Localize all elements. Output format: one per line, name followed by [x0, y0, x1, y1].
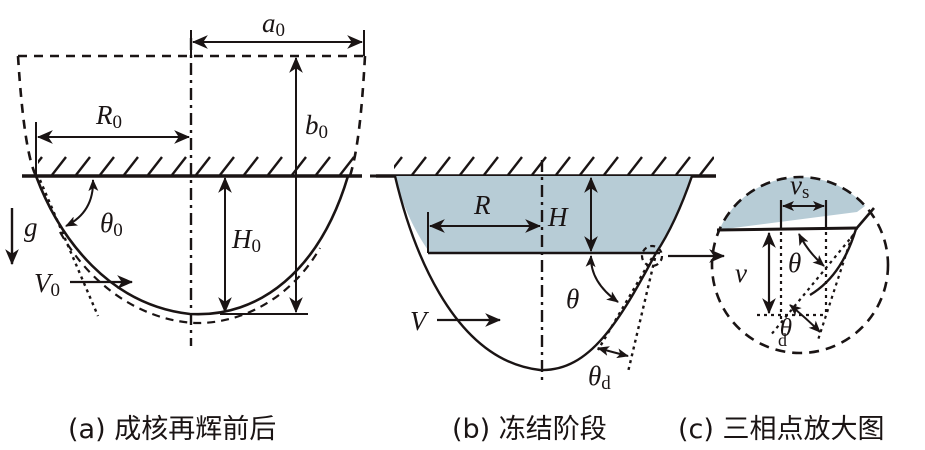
substrate-hatch-b: [394, 154, 714, 176]
freezing-front-zoom: [716, 226, 859, 232]
frozen-region: [395, 176, 692, 253]
tangent-dotted-inner: [596, 257, 654, 351]
label-theta-d-c: θd: [778, 315, 792, 350]
label-g: g: [24, 212, 38, 242]
label-h: H: [547, 202, 569, 232]
tangent-dotted-outer: [626, 257, 657, 373]
theta0-angle-arc: [65, 179, 99, 227]
label-theta-d-b: θd: [588, 361, 611, 394]
caption-a: (a) 成核再辉前后: [68, 414, 276, 445]
caption-c: (c) 三相点放大图: [678, 414, 885, 445]
label-r0: R0: [95, 100, 122, 133]
panel-b: R H θ V θd: [376, 154, 726, 394]
label-theta0: θ0: [100, 208, 123, 241]
caption-b: (b) 冻结阶段: [452, 414, 607, 445]
label-v0: V0: [34, 268, 60, 301]
label-a0: a0: [262, 8, 285, 41]
theta-angle-zoom: [798, 233, 825, 267]
theta-angle-arc: [585, 255, 619, 303]
zoom-circle-outline: [710, 175, 890, 355]
label-theta-c: θ: [788, 248, 801, 278]
panel-a: a0 b0 R0 H0 θ0 g V0: [5, 8, 380, 346]
droplet-profile-dashed: [59, 231, 321, 325]
label-v-c: v: [735, 258, 747, 288]
theta-d-angle-arc: [597, 346, 629, 359]
label-h0: H0: [231, 224, 261, 257]
substrate-hatch-a: [38, 154, 360, 176]
triple-point-marker: [640, 244, 664, 268]
label-b0: b0: [305, 110, 328, 143]
initial-droplet-outline-dashed: [16, 54, 367, 177]
label-v-b: V: [410, 306, 430, 336]
label-r: R: [473, 190, 491, 220]
panel-c: vs v θ θd: [710, 170, 890, 355]
ice-surface-zoom: [855, 207, 875, 230]
theta-d-angle-zoom: [789, 304, 821, 333]
label-vs: vs: [790, 170, 809, 203]
label-theta-b: θ: [566, 284, 579, 314]
droplet-profile-b: [393, 175, 694, 372]
liquid-surface-zoom: [809, 228, 858, 297]
